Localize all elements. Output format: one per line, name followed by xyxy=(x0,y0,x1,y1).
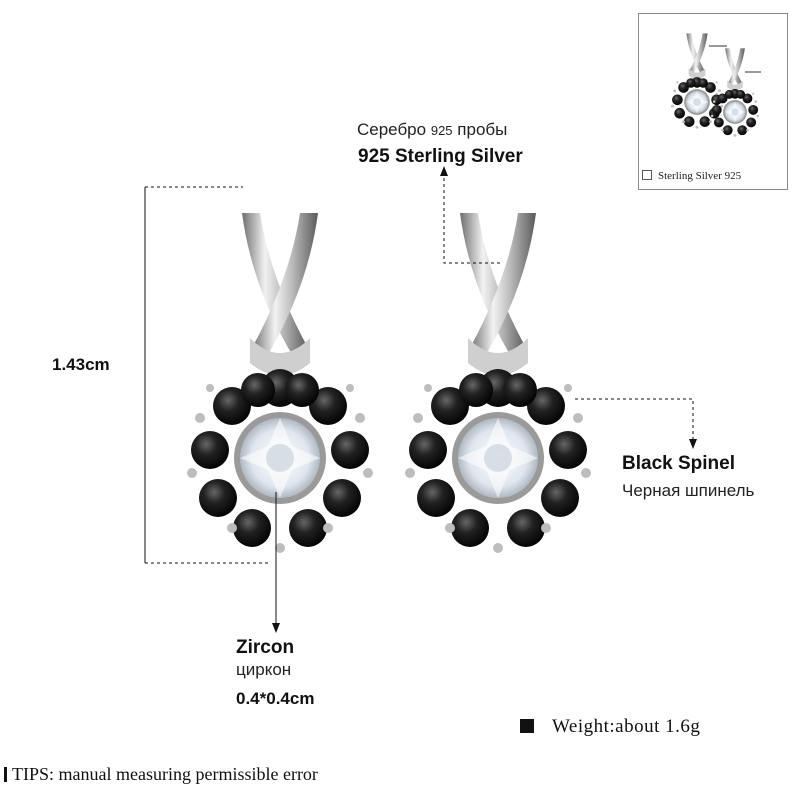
bar-bullet-icon xyxy=(4,767,7,782)
silver-ru-suffix: пробы xyxy=(457,120,508,139)
thumbnail-caption-text: Sterling Silver 925 xyxy=(658,170,742,182)
tips-note: TIPS: manual measuring permissible error xyxy=(4,764,318,785)
thumbnail-frame[interactable] xyxy=(638,13,788,190)
spinel-label-en: Black Spinel xyxy=(622,453,735,474)
zircon-label-en: Zircon xyxy=(236,637,295,658)
square-bullet-icon xyxy=(520,719,534,733)
silver-ru-number: 925 xyxy=(430,123,453,138)
checkbox-icon xyxy=(642,170,652,180)
thumbnail-caption: Sterling Silver 925 xyxy=(642,170,741,182)
silver-label-ru: Серебро 925 пробы xyxy=(357,120,507,140)
spinel-label-ru: Черная шпинель xyxy=(622,481,755,500)
height-label: 1.43cm xyxy=(52,355,110,374)
tips-text: TIPS: manual measuring permissible error xyxy=(12,764,318,784)
silver-label-en: 925 Sterling Silver xyxy=(358,146,523,167)
thumbnail-image xyxy=(670,33,761,137)
zircon-label-ru: циркон xyxy=(236,660,292,679)
zircon-size-label: 0.4*0.4cm xyxy=(236,689,315,708)
weight-info: Weight:about 1.6g xyxy=(520,716,700,738)
weight-text: Weight:about 1.6g xyxy=(552,716,701,737)
silver-ru-prefix: Серебро xyxy=(357,120,427,139)
